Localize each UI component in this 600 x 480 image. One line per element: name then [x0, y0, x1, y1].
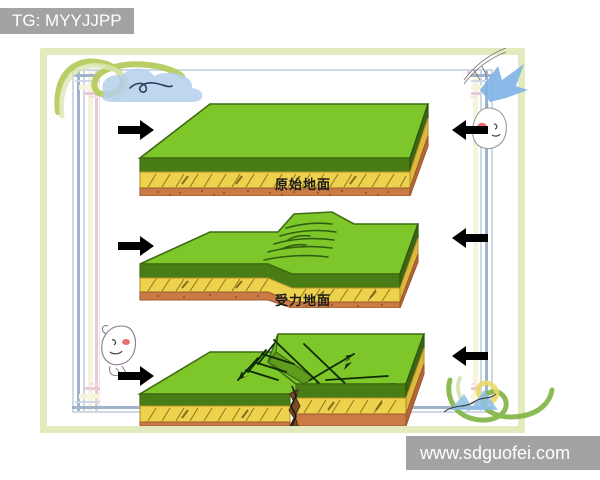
label-original-ground: 原始地面 [274, 178, 331, 193]
block-faulted-ground [118, 318, 488, 426]
watermark-top-left: TG: MYYJJPP [0, 8, 134, 34]
arrow-left-block2 [118, 236, 154, 256]
arrow-right-block3 [452, 346, 488, 366]
block-stressed-ground: 受力地面 [118, 208, 488, 309]
arrow-left-block3 [118, 366, 154, 386]
arrow-right-block1 [452, 120, 488, 140]
arrow-left-block1 [118, 120, 154, 140]
block-original-ground: 原始地面 [118, 96, 488, 196]
watermark-bottom-right: www.sdguofei.com [406, 436, 600, 470]
label-stressed-ground: 受力地面 [274, 294, 331, 309]
arrow-right-block2 [452, 228, 488, 248]
